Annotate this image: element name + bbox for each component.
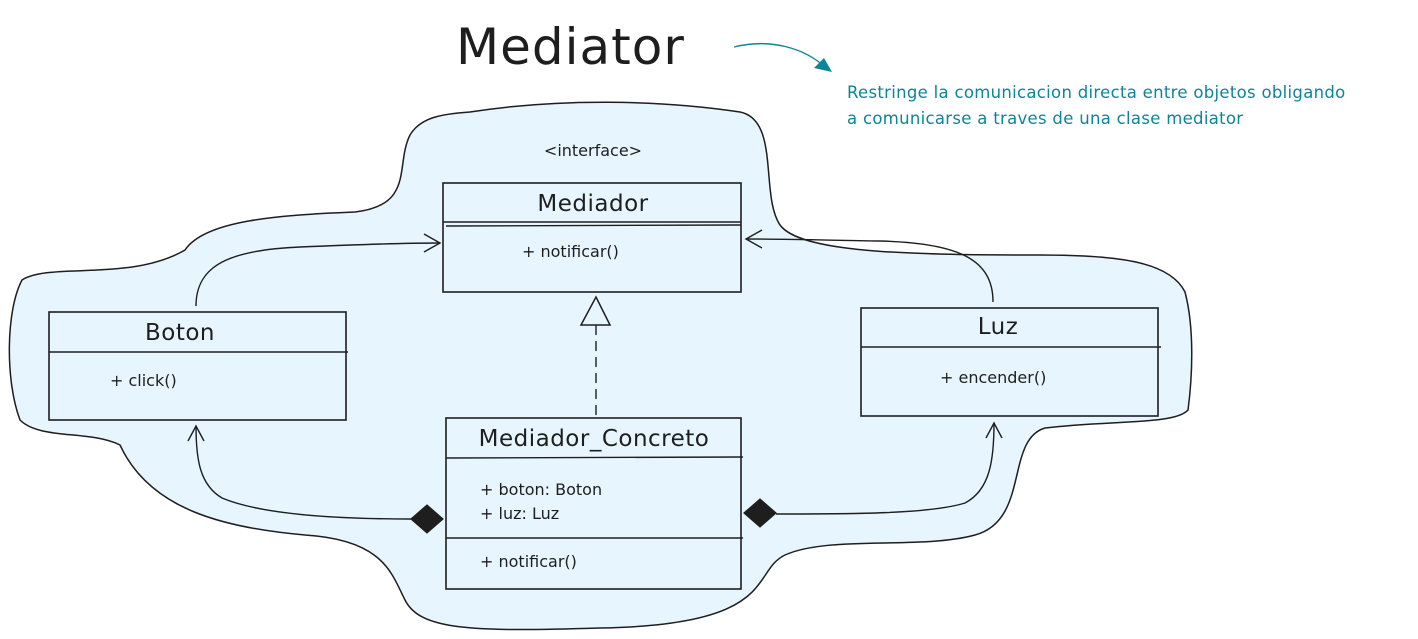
mediador-class-name: Mediador: [537, 191, 648, 217]
luz-method: + encender(): [940, 368, 1046, 387]
mediador-concreto-method: + notificar(): [480, 552, 577, 571]
note-line-2: a comunicarse a traves de una clase medi…: [847, 109, 1243, 128]
luz-class-name: Luz: [978, 314, 1019, 340]
composition-concreto-boton: [187, 424, 444, 534]
association-boton-mediador: [195, 233, 442, 307]
association-luz-mediador: [744, 229, 994, 303]
background-blob: [8, 101, 1193, 631]
mediador-concreto-class-name: Mediador_Concreto: [479, 426, 710, 452]
composition-diamond-luz: [743, 498, 777, 528]
class-luz[interactable]: Luz + encender(): [860, 307, 1161, 417]
mediador-concreto-attribute: + boton: Boton: [480, 480, 602, 499]
composition-concreto-luz: [743, 421, 1003, 528]
boton-method: + click(): [110, 371, 177, 390]
class-boton[interactable]: Boton + click(): [48, 311, 348, 421]
mediador-method: + notificar(): [522, 242, 619, 261]
title-note-arrowhead: [814, 58, 832, 72]
realization-triangle: [579, 295, 612, 326]
page-title: Mediator: [456, 18, 685, 76]
class-mediador-concreto[interactable]: Mediador_Concreto + boton: Boton + luz: …: [445, 417, 744, 590]
boton-class-name: Boton: [145, 320, 215, 346]
composition-diamond-boton: [410, 504, 444, 534]
note-line-1: Restringe la comunicacion directa entre …: [847, 83, 1346, 102]
title-note-arrow: [733, 42, 827, 69]
mediador-stereotype: <interface>: [544, 141, 642, 160]
realization-concreto-mediador: [579, 295, 612, 415]
class-mediador[interactable]: Mediador + notificar(): [442, 182, 742, 293]
mediador-concreto-attribute: + luz: Luz: [480, 504, 559, 523]
